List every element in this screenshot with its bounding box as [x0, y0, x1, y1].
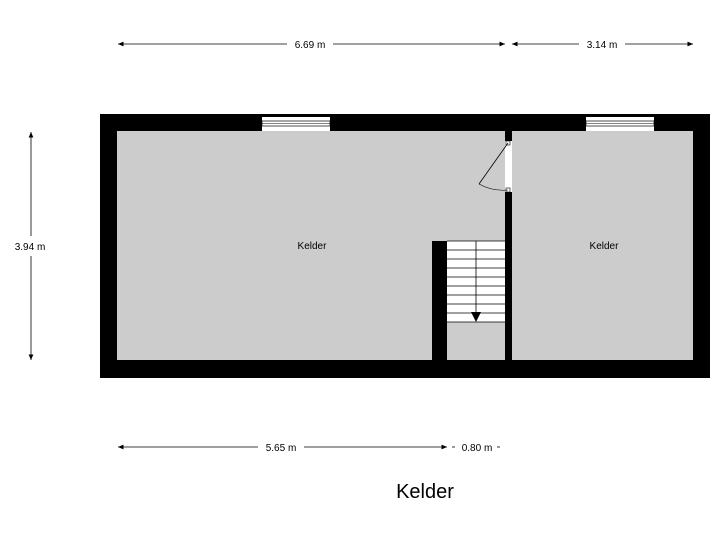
stair-landing [447, 322, 505, 360]
room-label-right: Kelder [590, 241, 620, 252]
dimension-top-left: 6.69 m [118, 40, 505, 51]
window-right [585, 117, 655, 131]
dimension-label: 5.65 m [266, 443, 297, 454]
floor-title: Kelder [396, 481, 454, 503]
dimension-bottom-stair: 0.80 m [452, 443, 500, 454]
room-label-left: Kelder [298, 241, 328, 252]
stair-direction-arrow [471, 312, 481, 322]
divider-wall-upper [505, 131, 512, 141]
dimension-top-right: 3.14 m [512, 40, 693, 51]
stair-wall [432, 241, 447, 360]
dimension-label: 6.69 m [295, 40, 326, 51]
dimension-label: 3.94 m [15, 242, 46, 253]
dimension-bottom-left: 5.65 m [118, 443, 447, 454]
divider-wall-lower [505, 192, 512, 360]
dimension-label: 0.80 m [462, 443, 493, 454]
door [478, 140, 512, 193]
room-floor-right [512, 131, 693, 360]
dimension-left: 3.94 m [15, 132, 46, 360]
staircase [447, 240, 505, 323]
window-left [261, 117, 331, 131]
dimension-label: 3.14 m [587, 40, 618, 51]
